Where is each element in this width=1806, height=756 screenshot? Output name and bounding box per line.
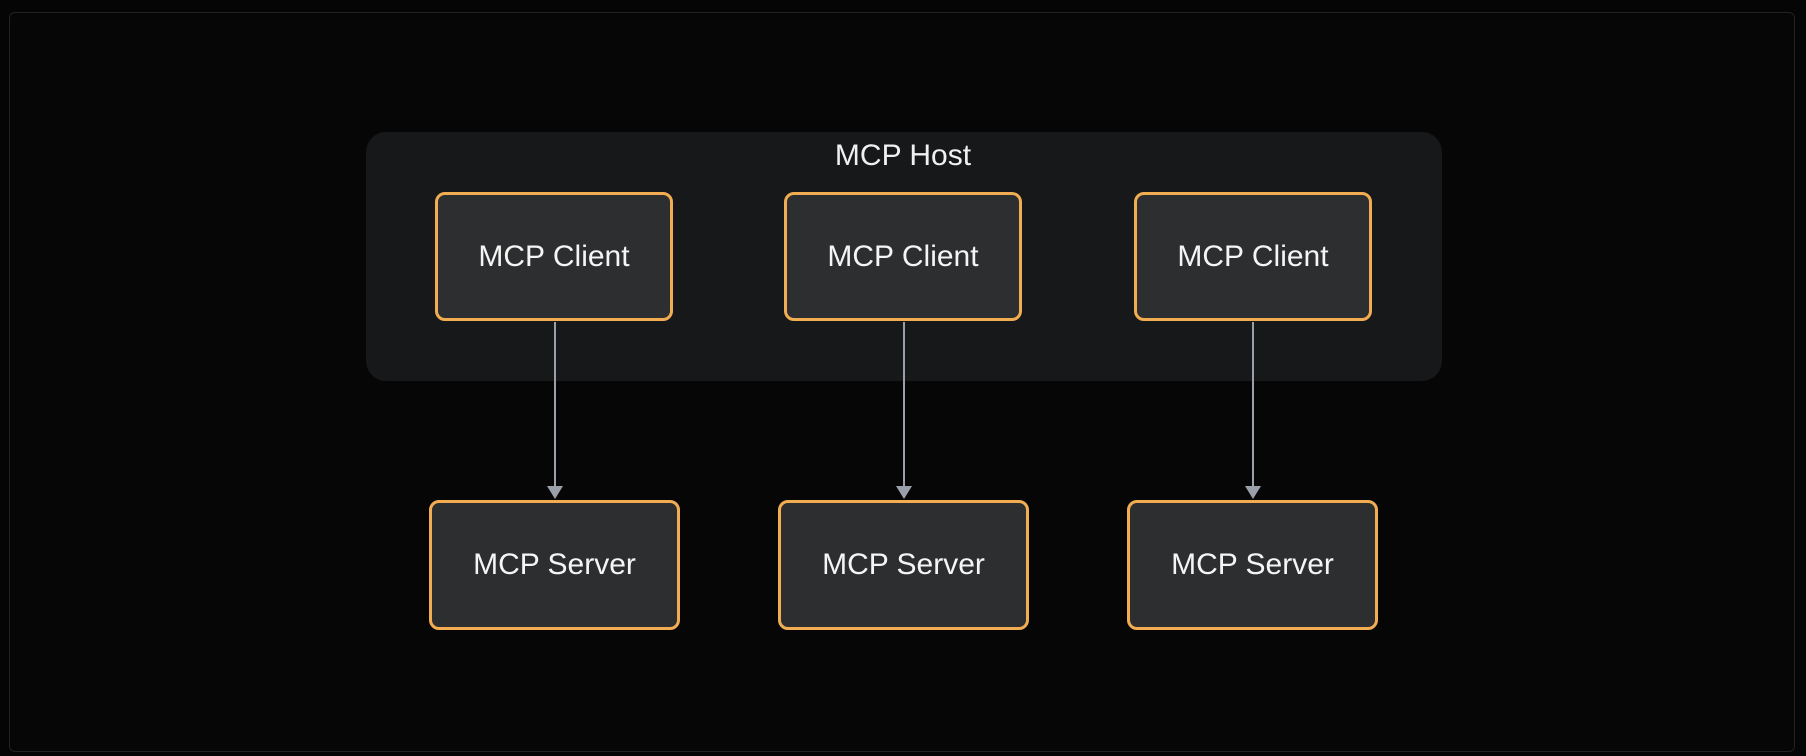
diagram-canvas (9, 12, 1795, 752)
mcp-server-node-3: MCP Server (1127, 500, 1378, 630)
mcp-host-label: MCP Host (834, 139, 972, 172)
mcp-client-node-2: MCP Client (784, 192, 1022, 321)
mcp-server-label: MCP Server (822, 548, 985, 581)
mcp-client-label: MCP Client (1177, 239, 1329, 273)
mcp-client-label: MCP Client (827, 239, 979, 273)
mcp-server-node-1: MCP Server (429, 500, 680, 630)
mcp-server-label: MCP Server (1171, 548, 1334, 581)
mcp-server-label: MCP Server (473, 548, 636, 581)
mcp-client-node-1: MCP Client (435, 192, 673, 321)
mcp-client-node-3: MCP Client (1134, 192, 1372, 321)
mcp-server-node-2: MCP Server (778, 500, 1029, 630)
mcp-client-label: MCP Client (478, 239, 630, 273)
